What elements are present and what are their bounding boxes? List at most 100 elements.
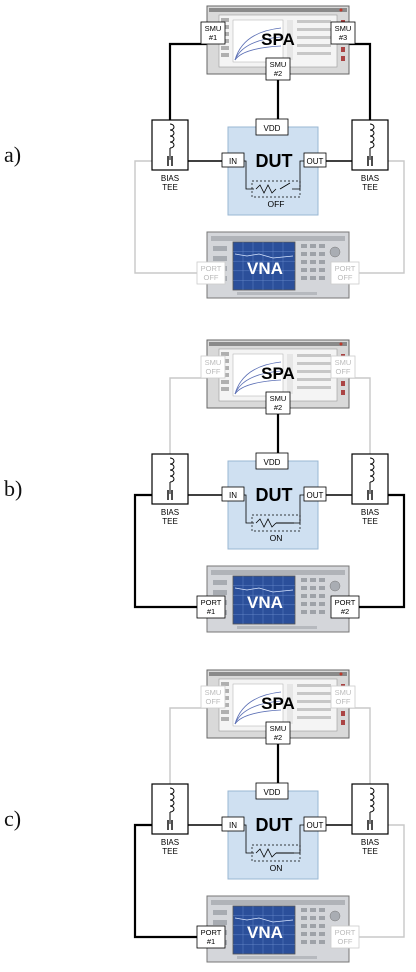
vna-key xyxy=(301,260,307,264)
bias-tee-label: BIAS xyxy=(361,838,379,847)
resistor-icon xyxy=(255,518,277,528)
vna-softkey xyxy=(213,920,227,925)
vna-trace xyxy=(234,253,294,259)
spa-settings-row xyxy=(297,44,331,47)
in-terminal xyxy=(221,486,245,502)
vna-key xyxy=(319,594,325,598)
wire-port-left xyxy=(133,823,197,939)
spa-title: SPA xyxy=(261,694,295,713)
inductor-icon xyxy=(169,457,175,483)
vdd-label: VDD xyxy=(264,124,281,133)
vna-key xyxy=(301,268,307,272)
vna-key xyxy=(319,586,325,590)
vna-top-bar xyxy=(211,570,345,575)
spa-iv-curve xyxy=(234,27,282,61)
in-terminal xyxy=(221,816,245,832)
dut-block xyxy=(227,460,319,550)
dut-block xyxy=(227,790,319,880)
vna-key xyxy=(301,924,307,928)
spa-toolbar-button xyxy=(221,682,229,686)
wire-port-right xyxy=(359,493,406,609)
vna-key xyxy=(310,602,316,606)
vna-key xyxy=(319,252,325,256)
dut-block xyxy=(227,126,319,216)
port-number-port_right: #2 xyxy=(341,607,349,616)
spa-toolbar-button xyxy=(221,710,229,714)
vna-front-strip xyxy=(237,956,317,959)
vna-key xyxy=(310,924,316,928)
switch-wire xyxy=(292,494,304,524)
wire-port-right xyxy=(359,824,405,938)
bias-tee-label: TEE xyxy=(362,183,378,192)
spa-toolbar-button xyxy=(221,18,229,22)
vna-key xyxy=(301,908,307,912)
vna-key xyxy=(319,908,325,912)
inductor-icon xyxy=(369,787,375,813)
bias-tee-box xyxy=(351,453,389,505)
vna-title: VNA xyxy=(247,923,283,942)
vdd-label: VDD xyxy=(264,458,281,467)
vna-key xyxy=(319,932,325,936)
spa-settings-row xyxy=(297,362,331,365)
port-label-port_right: PORT xyxy=(335,928,356,937)
bias-tee-label: TEE xyxy=(162,183,178,192)
spa-settings-row xyxy=(297,708,331,711)
vdd-label: VDD xyxy=(264,788,281,797)
inductor-icon xyxy=(369,457,375,483)
wire-port-left xyxy=(133,493,197,609)
port-box-port_left xyxy=(196,925,226,949)
in-terminal xyxy=(221,152,245,168)
panel-label: c) xyxy=(4,806,21,831)
vna-key xyxy=(301,940,307,944)
spa-scrollbar xyxy=(287,20,293,60)
switch-state-label: OFF xyxy=(268,199,285,209)
bias-tee-label: TEE xyxy=(162,517,178,526)
smu-label-smu_left: SMU xyxy=(205,24,222,33)
switch-wire xyxy=(244,824,254,854)
vna-key xyxy=(310,276,316,280)
smu-box-smu_mid xyxy=(265,391,291,415)
in-label: IN xyxy=(229,491,237,500)
switch-enclosure xyxy=(251,514,301,532)
vna-key xyxy=(319,610,325,614)
vna-title: VNA xyxy=(247,259,283,278)
spa-iv-curve xyxy=(234,691,282,725)
spa-side-key xyxy=(341,47,345,52)
smu-number-smu_left: #1 xyxy=(209,33,217,42)
port-label-port_left: PORT xyxy=(201,264,222,273)
port-box-port_right xyxy=(330,261,360,285)
spa-settings-row xyxy=(297,386,331,389)
spa-iv-curve xyxy=(234,45,282,61)
vna-key xyxy=(310,594,316,598)
smu-box-smu_right xyxy=(330,21,356,45)
port-label-port_left: PORT xyxy=(201,928,222,937)
vna-key xyxy=(310,610,316,614)
bias-tee-label: TEE xyxy=(362,517,378,526)
vna-key xyxy=(319,260,325,264)
spa-toolbar-button xyxy=(221,53,229,57)
smu-number-smu_mid: #2 xyxy=(274,69,282,78)
vna-knob-icon xyxy=(329,580,341,592)
spa-iv-curve xyxy=(234,709,282,725)
port-number-port_left: #1 xyxy=(207,937,215,946)
spa-side-key xyxy=(341,56,345,61)
vna-key xyxy=(319,602,325,606)
vna-key xyxy=(301,916,307,920)
spa-settings-row xyxy=(297,684,331,687)
smu-label-smu_mid: SMU xyxy=(270,394,287,403)
switch-state-label: ON xyxy=(270,533,283,543)
port-number-port_left: #1 xyxy=(207,607,215,616)
vna-key xyxy=(319,244,325,248)
dut-title: DUT xyxy=(256,485,293,505)
vna-screen xyxy=(232,241,296,291)
dut-title: DUT xyxy=(256,815,293,835)
spa-title: SPA xyxy=(261,30,295,49)
spa-toolbar-button xyxy=(221,352,229,356)
vna-softkey xyxy=(213,246,227,251)
spa-settings-row xyxy=(297,370,331,373)
panel-label: b) xyxy=(4,476,22,501)
spa-side-key xyxy=(341,720,345,725)
port-box-port_right xyxy=(330,925,360,949)
